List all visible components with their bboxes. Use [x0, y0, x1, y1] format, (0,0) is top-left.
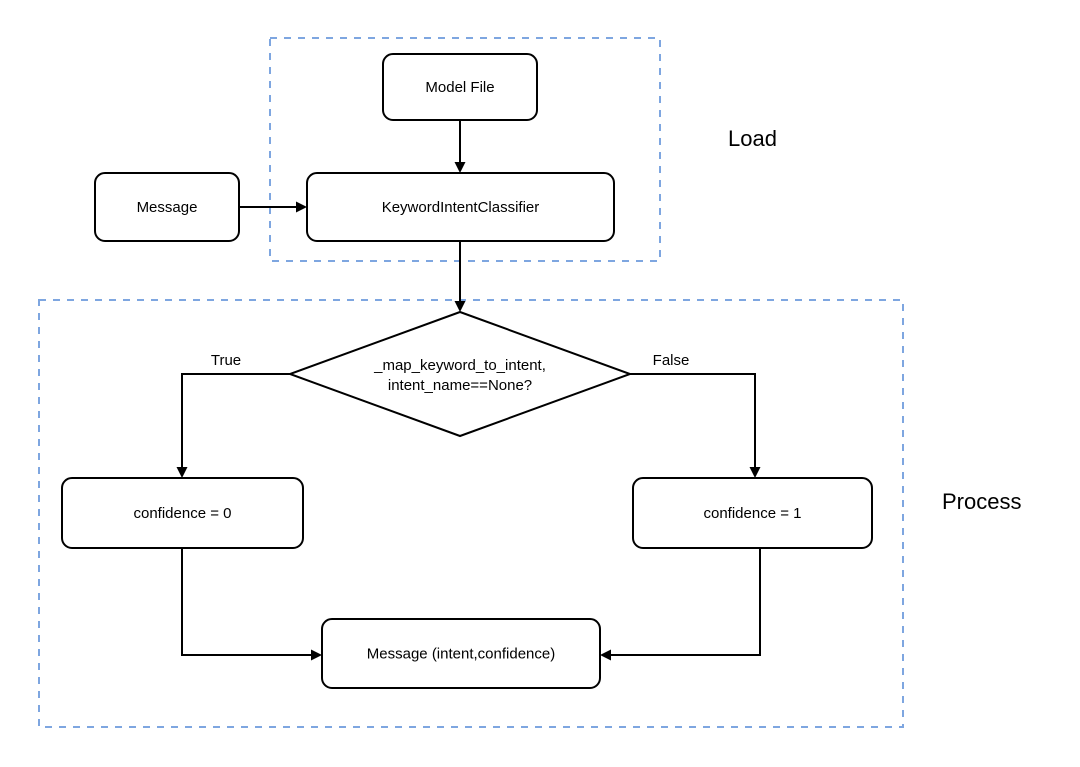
group-frames-layer	[38, 37, 904, 728]
arrowhead-edge-decision-true	[176, 467, 188, 478]
node-shape-confidence-one	[632, 477, 873, 549]
node-label-keyword-intent-classifier: KeywordIntentClassifier	[382, 199, 540, 216]
node-keyword-intent-classifier[interactable]: KeywordIntentClassifier	[306, 172, 615, 242]
arrowhead-edge-confidence-zero-to-output	[311, 649, 322, 661]
decision-shape	[287, 310, 633, 438]
arrowhead-edge-message-to-classifier	[296, 201, 307, 213]
decision-label: _map_keyword_to_intent,intent_name==None…	[373, 357, 546, 394]
connector-edge-decision-true	[181, 373, 290, 470]
edge-label-true: True	[211, 352, 241, 369]
node-confidence-zero[interactable]: confidence = 0	[61, 477, 304, 549]
node-shape-message-output	[321, 618, 601, 689]
connector-edge-confidence-one-to-output	[608, 548, 761, 656]
node-label-confidence-one: confidence = 1	[704, 505, 802, 522]
arrowhead-edge-modelfile-to-classifier	[454, 162, 466, 173]
node-shape-confidence-zero	[61, 477, 304, 549]
group-frame-process	[38, 299, 904, 728]
connector-edge-decision-false	[630, 373, 756, 470]
node-decision[interactable]: _map_keyword_to_intent,intent_name==None…	[287, 310, 633, 438]
group-label-process: Process	[942, 489, 1021, 514]
edge-label-false: False	[653, 352, 690, 369]
node-label-model-file: Model File	[425, 79, 494, 96]
node-confidence-one[interactable]: confidence = 1	[632, 477, 873, 549]
node-message-input[interactable]: Message	[94, 172, 240, 242]
node-shape-message-input	[94, 172, 240, 242]
group-label-load: Load	[728, 126, 777, 151]
node-message-output[interactable]: Message (intent,confidence)	[321, 618, 601, 689]
arrowhead-edge-decision-false	[749, 467, 761, 478]
node-model-file[interactable]: Model File	[382, 53, 538, 121]
node-shape-model-file	[382, 53, 538, 121]
node-label-message-output: Message (intent,confidence)	[367, 645, 555, 662]
edges-layer	[176, 120, 761, 661]
node-label-message-input: Message	[137, 199, 198, 216]
edge-labels-layer: True False	[211, 352, 689, 369]
node-shape-keyword-intent-classifier	[306, 172, 615, 242]
arrowhead-edge-confidence-one-to-output	[600, 649, 611, 661]
arrowhead-edge-classifier-to-decision	[454, 301, 466, 312]
node-label-confidence-zero: confidence = 0	[134, 505, 232, 522]
connector-edge-confidence-zero-to-output	[181, 548, 314, 656]
